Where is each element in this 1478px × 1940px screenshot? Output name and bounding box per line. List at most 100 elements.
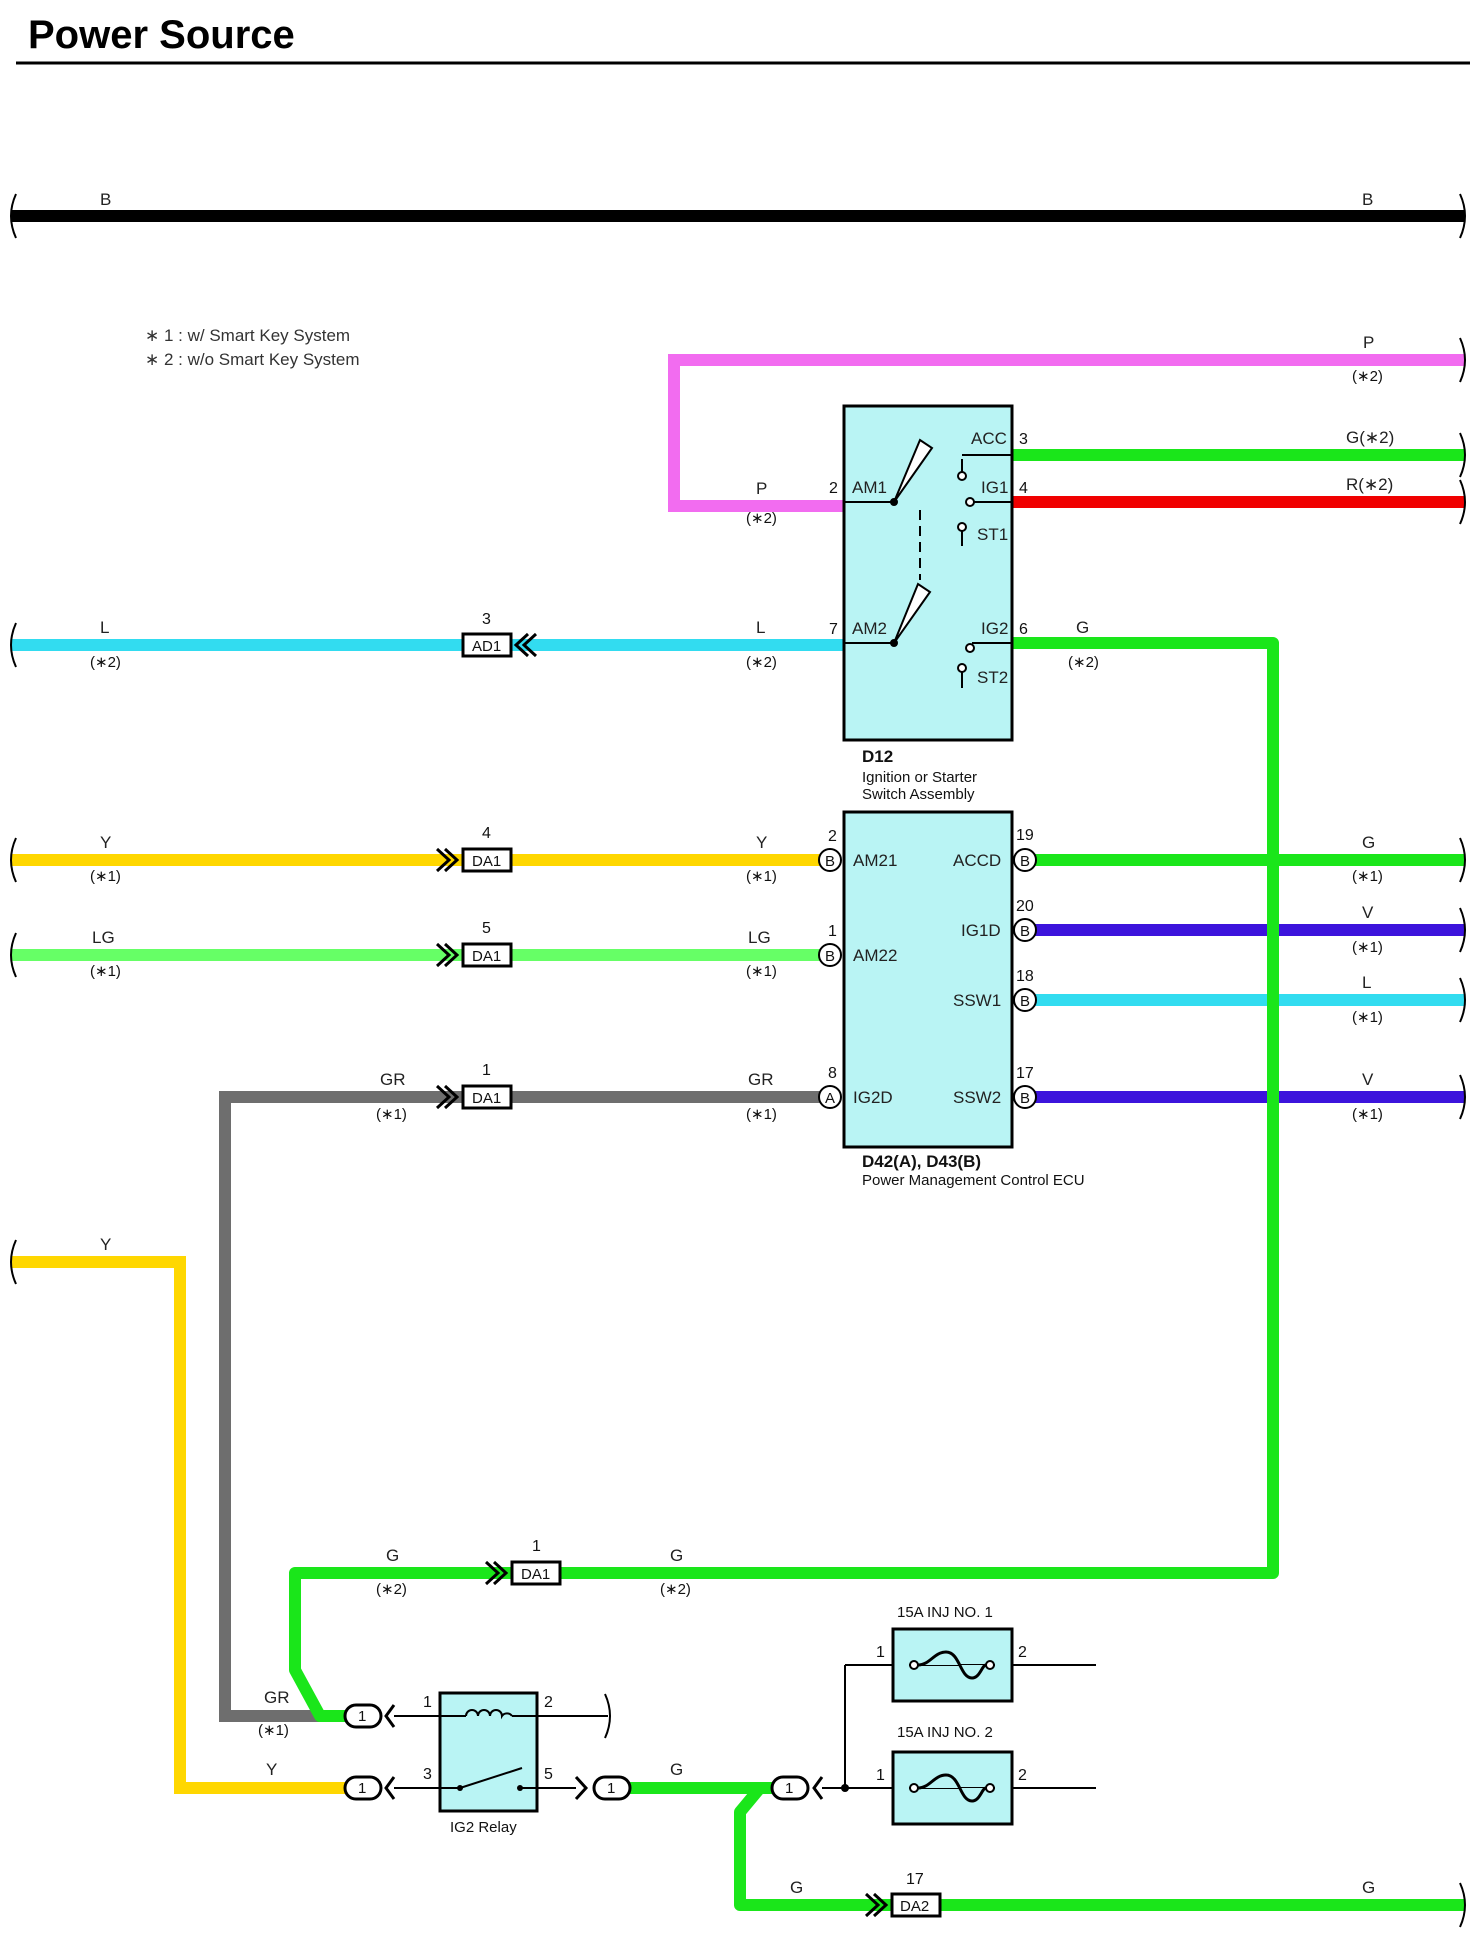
pin-number: 8 xyxy=(828,1065,837,1082)
wire-label: Y xyxy=(756,833,767,852)
wire-note: (∗1) xyxy=(1352,939,1383,956)
pin-number: 7 xyxy=(829,621,838,638)
wire-label: GR xyxy=(748,1070,774,1089)
wire-label: GR xyxy=(264,1688,290,1707)
wire-note: (∗2) xyxy=(746,510,777,527)
conn-letter: B xyxy=(825,853,835,870)
wire-note: (∗1) xyxy=(1352,1009,1383,1026)
page-title: Power Source xyxy=(28,13,295,57)
wire-label: L xyxy=(756,618,765,637)
pin-number: 1 xyxy=(532,1538,541,1555)
wire-note: (∗1) xyxy=(1352,1106,1383,1123)
wire-label: G xyxy=(670,1760,683,1779)
ecu-pins xyxy=(818,848,1037,1109)
d12-pin-am1: AM1 xyxy=(852,478,887,497)
wire-label: G xyxy=(1362,833,1375,852)
wire-label: G xyxy=(670,1546,683,1565)
pin-number: 4 xyxy=(482,825,491,842)
wire-note: (∗1) xyxy=(1352,868,1383,885)
connector-label: DA1 xyxy=(472,1090,501,1107)
wire-label: Y xyxy=(266,1760,277,1779)
pin-number: 17 xyxy=(1016,1065,1034,1082)
wire-label: V xyxy=(1362,1070,1374,1089)
wire-gr xyxy=(219,1091,830,1722)
connector-da1-gr: DA1 1 xyxy=(435,1062,513,1110)
ecu-id: D42(A), D43(B) xyxy=(862,1152,981,1171)
note-1: ∗ 1 : w/ Smart Key System xyxy=(145,326,350,345)
fuse-name: 15A INJ NO. 2 xyxy=(897,1724,993,1741)
conn-letter: B xyxy=(825,948,835,965)
pin-number: 3 xyxy=(1019,431,1028,448)
ecu-body xyxy=(842,810,1014,1149)
d12-pin-ig1: IG1 xyxy=(981,478,1008,497)
connector-label: AD1 xyxy=(472,638,501,655)
junction-label: 1 xyxy=(358,1708,366,1725)
pin-number: 19 xyxy=(1016,827,1034,844)
fuse-inj1 xyxy=(844,1627,1096,1788)
d12-pin-st1: ST1 xyxy=(977,525,1008,544)
conn-letter: B xyxy=(1020,923,1030,940)
connector-label: DA1 xyxy=(521,1566,550,1583)
junction-label: 1 xyxy=(785,1780,793,1797)
pin-number: 2 xyxy=(1018,1644,1027,1661)
pin-number: 2 xyxy=(828,828,837,845)
ecu-pin-accd: ACCD xyxy=(953,851,1001,870)
pin-number: 2 xyxy=(544,1694,553,1711)
wire-label: G xyxy=(1362,1878,1375,1897)
pin-number: 1 xyxy=(828,923,837,940)
pin-number: 5 xyxy=(482,920,491,937)
wire-label: G(∗2) xyxy=(1346,428,1394,447)
wire-note: (∗1) xyxy=(746,868,777,885)
pin-number: 4 xyxy=(1019,480,1028,497)
wire-p xyxy=(668,354,1464,512)
wire-label: B xyxy=(100,190,111,209)
wire-g-ig2 xyxy=(289,637,1279,1722)
fuse-name: 15A INJ NO. 1 xyxy=(897,1604,993,1621)
pin-number: 17 xyxy=(906,1871,924,1888)
connector-label: DA1 xyxy=(472,853,501,870)
ecu-pin-am22: AM22 xyxy=(853,946,897,965)
wire-label: L xyxy=(1362,973,1371,992)
connector-da1-lg: DA1 5 xyxy=(435,920,513,968)
pin-number: 1 xyxy=(423,1694,432,1711)
pin-number: 6 xyxy=(1019,621,1028,638)
ecu-name: Power Management Control ECU xyxy=(862,1172,1085,1189)
wire-note: (∗1) xyxy=(90,868,121,885)
pin-number: 1 xyxy=(482,1062,491,1079)
connector-label: DA1 xyxy=(472,948,501,965)
ig2-relay xyxy=(394,1691,608,1813)
fuse-inj2 xyxy=(822,1750,1096,1826)
wire-note: (∗1) xyxy=(376,1106,407,1123)
pin-number: 3 xyxy=(482,611,491,628)
wire-note: (∗2) xyxy=(660,1581,691,1598)
wire-label: G xyxy=(386,1546,399,1565)
wire-label: L xyxy=(100,618,109,637)
wire-note: (∗2) xyxy=(90,654,121,671)
pin-number: 2 xyxy=(829,480,838,497)
junction-connectors xyxy=(343,1703,824,1801)
wire-note: (∗2) xyxy=(1352,368,1383,385)
connector-da2: DA2 17 xyxy=(864,1871,942,1918)
conn-letter: B xyxy=(1020,993,1030,1010)
pin-number: 5 xyxy=(544,1766,553,1783)
wire-note: (∗2) xyxy=(376,1581,407,1598)
break-mark xyxy=(10,193,17,239)
pin-number: 2 xyxy=(1018,1767,1027,1784)
d12-pin-st2: ST2 xyxy=(977,668,1008,687)
wire-label: LG xyxy=(748,928,771,947)
pin-number: 18 xyxy=(1016,968,1034,985)
d12-id: D12 xyxy=(862,747,893,766)
d12-name: Ignition or Starter xyxy=(862,769,977,786)
d12-internal xyxy=(844,438,1012,688)
break-marks xyxy=(10,337,1466,1928)
pin-number: 20 xyxy=(1016,898,1034,915)
ecu-pin-ig1d: IG1D xyxy=(961,921,1001,940)
d12-pin-am2: AM2 xyxy=(852,619,887,638)
wire-note: (∗1) xyxy=(258,1722,289,1739)
connector-da1-y: DA1 4 xyxy=(435,825,513,873)
d12-name: Switch Assembly xyxy=(862,786,975,803)
connector-ad1: AD1 3 xyxy=(461,611,538,658)
wire-label: Y xyxy=(100,1235,111,1254)
ecu-pin-am21: AM21 xyxy=(853,851,897,870)
